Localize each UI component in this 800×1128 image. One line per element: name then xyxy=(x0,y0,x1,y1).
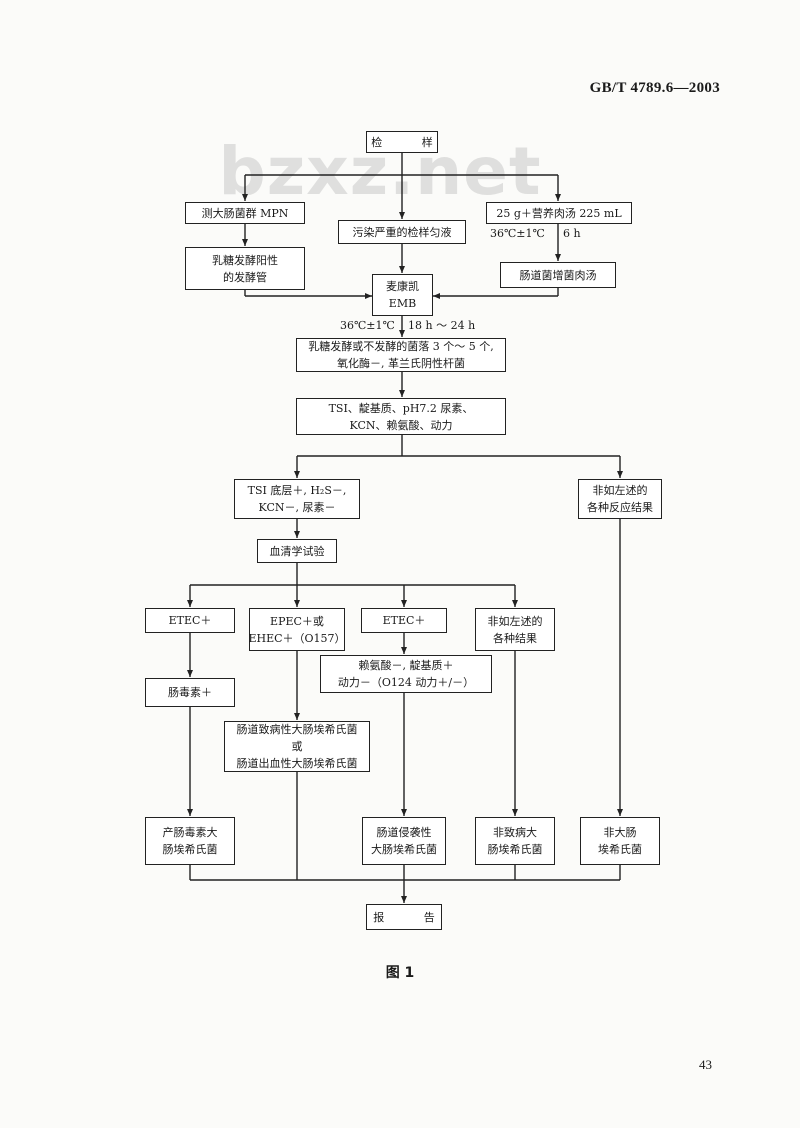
non-pathogenic-line1: 非致病大 xyxy=(493,826,537,839)
non-ecoli-line2: 埃希氏菌 xyxy=(598,843,642,856)
enrichment-broth-label: 肠道菌增菌肉汤 xyxy=(519,268,597,282)
lactose-positive-line1: 乳糖发酵阳性 xyxy=(212,253,278,267)
non-ecoli-line1: 非大肠 xyxy=(603,826,637,839)
non-above-results-line1: 非如左述的 xyxy=(487,614,543,628)
non-above-reactions-line2: 各种反应结果 xyxy=(587,501,653,514)
enterotoxin-box: 肠毒素＋ xyxy=(145,678,235,707)
incubation-time-6h: 6 h xyxy=(563,227,581,241)
biochem-tests-line2: KCN、赖氨酸、动力 xyxy=(349,418,453,432)
non-above-reactions-line1: 非如左述的 xyxy=(592,484,648,497)
etec-box-2: ETEC＋ xyxy=(361,608,447,633)
epec-label: EPEC＋或 xyxy=(270,614,324,628)
tsi-result-line1: TSI 底层＋, H₂S－, xyxy=(247,484,347,497)
tsi-result-box: TSI 底层＋, H₂S－, KCN－, 尿素－ xyxy=(234,479,360,519)
heavy-pollution-label: 污染严重的检样匀液 xyxy=(352,225,452,239)
enrichment-broth-box: 肠道菌增菌肉汤 xyxy=(500,262,616,288)
toxigenic-ecoli-box: 产肠毒素大 肠埃希氏菌 xyxy=(145,817,235,865)
enterotoxin-label: 肠毒素＋ xyxy=(168,686,212,699)
mpn-coliform-label: 测大肠菌群 MPN xyxy=(201,206,289,220)
non-pathogenic-line2: 肠埃希氏菌 xyxy=(487,843,543,856)
invasive-ecoli-box: 肠道侵袭性 大肠埃希氏菌 xyxy=(362,817,446,865)
invasive-line1: 肠道侵袭性 xyxy=(376,826,432,839)
incubation-temp-a: 36℃±1℃ xyxy=(490,227,545,241)
lactose-positive-box: 乳糖发酵阳性 的发酵管 xyxy=(185,247,305,290)
epec-ehec-box: EPEC＋或 EHEC＋（O157） xyxy=(248,608,346,651)
macconkey-emb-box: 麦康凯 EMB xyxy=(372,274,433,316)
standard-number: GB/T 4789.6—2003 xyxy=(589,80,720,96)
toxigenic-line1: 产肠毒素大 xyxy=(162,826,218,839)
colony-select-line2: 氧化酶－, 革兰氏阴性杆菌 xyxy=(337,357,465,370)
heavy-pollution-box: 污染严重的检样匀液 xyxy=(338,220,466,244)
non-above-results-box: 非如左述的 各种结果 xyxy=(475,608,555,651)
biochem-tests-box: TSI、靛基质、pH7.2 尿素、 KCN、赖氨酸、动力 xyxy=(296,398,506,435)
non-ecoli-box: 非大肠 埃希氏菌 xyxy=(580,817,660,865)
biochem-tests-line1: TSI、靛基质、pH7.2 尿素、 xyxy=(328,401,474,415)
serology-label: 血清学试验 xyxy=(269,544,325,558)
emb-label: EMB xyxy=(388,297,417,310)
non-above-reactions-box: 非如左述的 各种反应结果 xyxy=(578,479,662,519)
pathogenic-hemorrhagic-box: 肠道致病性大肠埃希氏菌 或 肠道出血性大肠埃希氏菌 xyxy=(224,721,370,772)
broth-box: 25 g＋营养肉汤 225 mL xyxy=(486,202,632,224)
figure-caption: 图 1 xyxy=(385,965,415,981)
incubation-time-18-24h: 18 h ～ 24 h xyxy=(408,319,476,333)
etec-label-2: ETEC＋ xyxy=(382,614,426,627)
etec-box-1: ETEC＋ xyxy=(145,608,235,633)
lysine-indole-line1: 赖氨酸－, 靛基质＋ xyxy=(358,659,454,672)
toxigenic-line2: 肠埃希氏菌 xyxy=(162,843,218,856)
hemorrhagic-label: 肠道出血性大肠埃希氏菌 xyxy=(236,757,358,770)
report-label: 报 告 xyxy=(373,910,453,924)
macconkey-label: 麦康凯 xyxy=(386,280,419,293)
sample-label: 检 样 xyxy=(371,135,451,149)
lysine-indole-box: 赖氨酸－, 靛基质＋ 动力－（O124 动力＋/－） xyxy=(320,655,492,693)
or-label: 或 xyxy=(291,740,303,753)
incubation-temp-b: 36℃±1℃ xyxy=(340,319,395,333)
broth-label: 25 g＋营养肉汤 225 mL xyxy=(496,206,622,220)
lysine-indole-line2: 动力－（O124 动力＋/－） xyxy=(337,676,475,689)
non-pathogenic-ecoli-box: 非致病大 肠埃希氏菌 xyxy=(475,817,555,865)
etec-label-1: ETEC＋ xyxy=(168,614,212,627)
lactose-positive-line2: 的发酵管 xyxy=(223,270,267,284)
invasive-line2: 大肠埃希氏菌 xyxy=(371,843,437,856)
mpn-coliform-box: 测大肠菌群 MPN xyxy=(185,202,305,224)
page-number: 43 xyxy=(699,1057,712,1072)
ehec-label: EHEC＋（O157） xyxy=(248,631,346,645)
non-above-results-line2: 各种结果 xyxy=(493,631,537,645)
serology-box: 血清学试验 xyxy=(257,539,337,563)
colony-select-box: 乳糖发酵或不发酵的菌落 3 个～ 5 个, 氧化酶－, 革兰氏阴性杆菌 xyxy=(296,338,506,372)
report-box: 报 告 xyxy=(366,904,442,930)
pathogenic-label: 肠道致病性大肠埃希氏菌 xyxy=(236,723,358,736)
sample-box: 检 样 xyxy=(366,131,438,153)
tsi-result-line2: KCN－, 尿素－ xyxy=(258,501,336,514)
colony-select-line1: 乳糖发酵或不发酵的菌落 3 个～ 5 个, xyxy=(308,340,494,353)
